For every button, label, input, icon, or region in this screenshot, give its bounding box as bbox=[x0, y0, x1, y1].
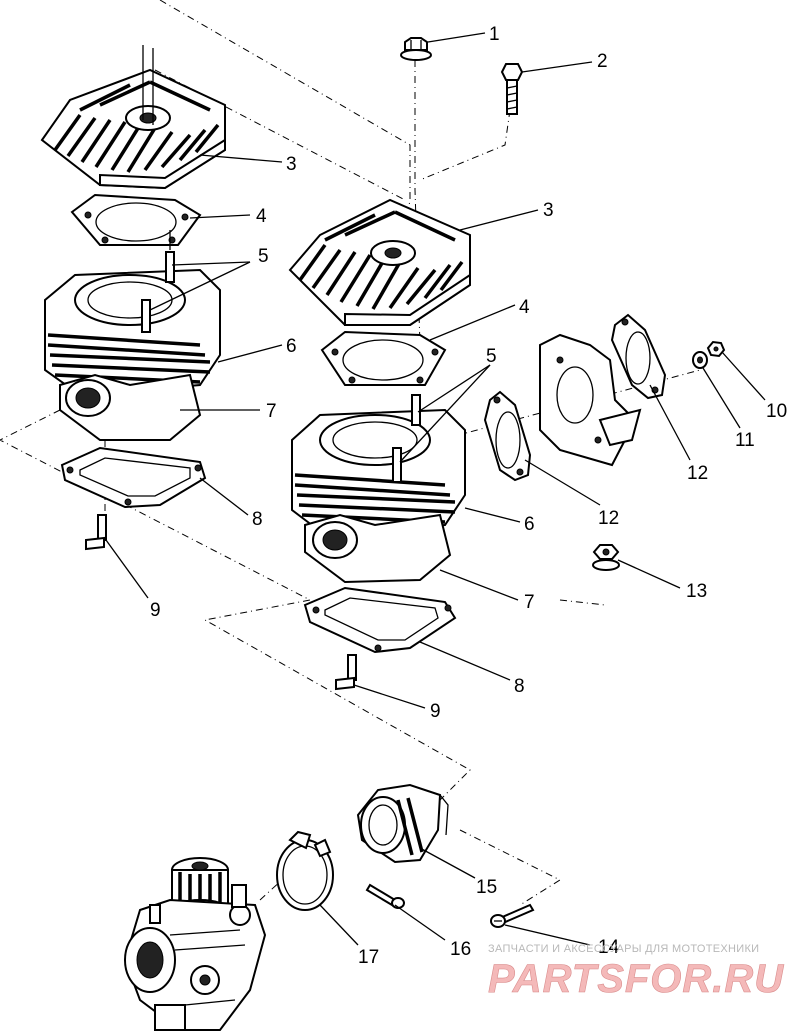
exhaust-flange bbox=[539, 333, 642, 467]
callout-6: 6 bbox=[286, 336, 297, 357]
callout-3: 3 bbox=[286, 154, 297, 175]
cylinder-right bbox=[291, 394, 466, 584]
callout-11: 11 bbox=[735, 430, 755, 451]
callout-8: 8 bbox=[252, 509, 263, 530]
callout-12: 12 bbox=[687, 463, 708, 484]
cylinder-head-left bbox=[40, 45, 226, 190]
exhaust-gasket-right bbox=[610, 313, 667, 400]
cylinder-left bbox=[44, 230, 221, 441]
callout-9: 9 bbox=[150, 600, 161, 621]
fitting-right bbox=[335, 654, 357, 691]
watermark-tagline: ЗАПЧАСТИ И АКСЕССУАРЫ ДЛЯ МОТОТЕХНИКИ bbox=[488, 943, 759, 955]
exhaust-gasket-middle bbox=[483, 390, 532, 482]
watermark-logo: PARTSFOR.RU bbox=[488, 957, 784, 1001]
nut-part bbox=[706, 340, 726, 358]
flange-nut-13 bbox=[592, 544, 620, 571]
callout-15: 15 bbox=[476, 877, 497, 898]
callout-7: 7 bbox=[524, 592, 535, 613]
callout-5: 5 bbox=[258, 246, 269, 267]
callout-3: 3 bbox=[543, 200, 554, 221]
callout-8: 8 bbox=[514, 676, 525, 697]
hose-clamp bbox=[276, 830, 334, 911]
fitting-left bbox=[85, 514, 107, 551]
screw-16 bbox=[365, 883, 405, 909]
flange-nut-part bbox=[400, 37, 432, 61]
callout-6: 6 bbox=[524, 514, 535, 535]
screw-14 bbox=[490, 903, 535, 928]
callout-7: 7 bbox=[266, 401, 277, 422]
callout-10: 10 bbox=[766, 401, 787, 422]
callout-1: 1 bbox=[489, 24, 500, 45]
intake-boot bbox=[356, 783, 449, 864]
watermark: ЗАПЧАСТИ И АКСЕССУАРЫ ДЛЯ МОТОТЕХНИКИ PA… bbox=[488, 943, 784, 1001]
callout-4: 4 bbox=[256, 206, 267, 227]
head-gasket-left bbox=[70, 193, 202, 246]
callout-labels: 1 2 3 3 4 4 5 5 6 6 7 7 8 8 9 9 10 11 12… bbox=[150, 24, 787, 968]
callout-2: 2 bbox=[597, 51, 608, 72]
callout-17: 17 bbox=[358, 947, 379, 968]
cylinder-head-right bbox=[288, 198, 471, 326]
washer-part bbox=[692, 351, 708, 369]
carburetor bbox=[123, 857, 267, 1031]
callout-5: 5 bbox=[486, 346, 497, 367]
callout-13: 13 bbox=[686, 581, 707, 602]
leader-lines bbox=[105, 32, 766, 946]
base-gasket-right bbox=[303, 586, 457, 654]
bolt-part bbox=[500, 63, 524, 115]
base-gasket-left bbox=[60, 446, 207, 509]
callout-14: 14 bbox=[598, 937, 620, 958]
head-gasket-right bbox=[320, 330, 447, 386]
callout-16: 16 bbox=[450, 939, 471, 960]
callout-9: 9 bbox=[430, 701, 441, 722]
callout-12: 12 bbox=[598, 508, 619, 529]
callout-4: 4 bbox=[519, 297, 530, 318]
